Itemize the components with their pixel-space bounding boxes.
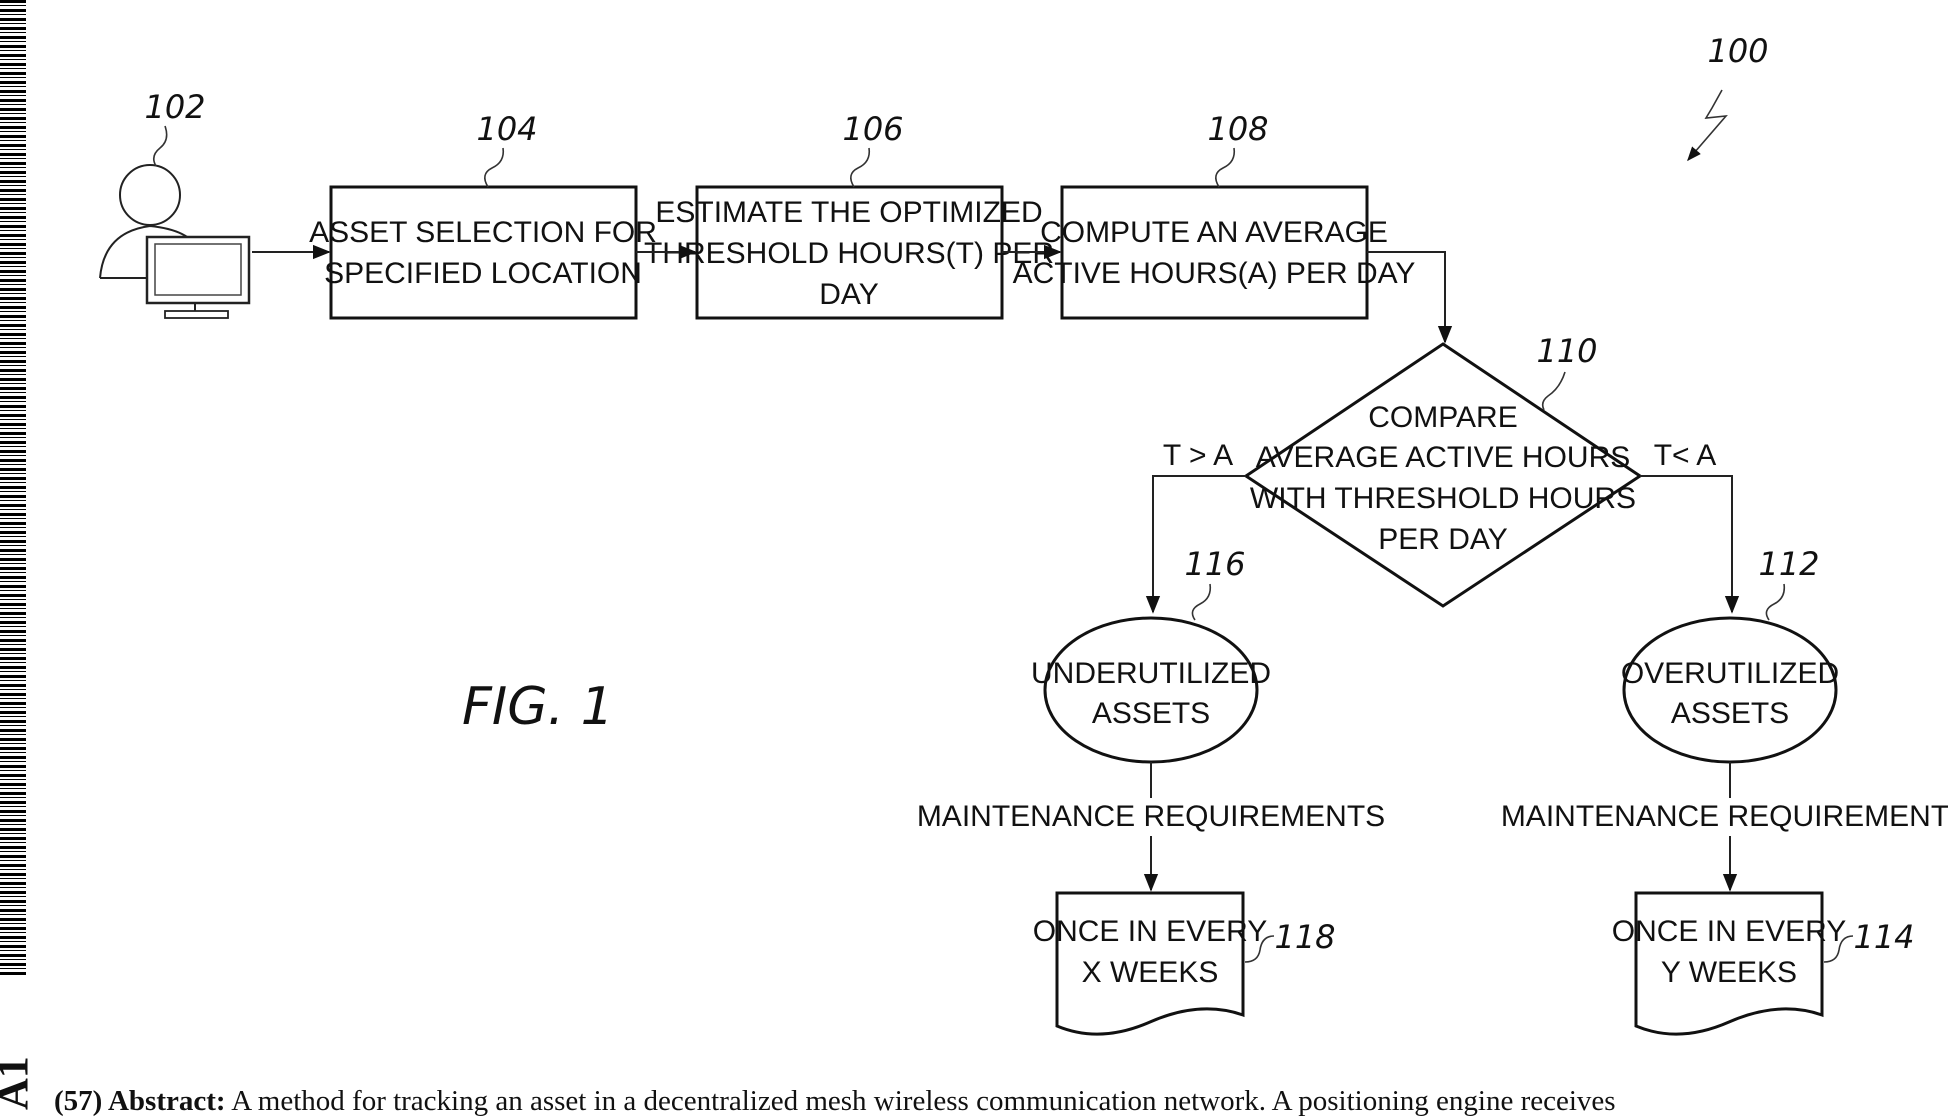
overutilized-ellipse	[1624, 618, 1836, 762]
ref-116: 116	[1184, 545, 1245, 583]
right-maintenance-label: MAINTENANCE REQUIREMENTS	[1501, 800, 1948, 833]
underutilized-line-2: ASSETS	[1092, 697, 1210, 730]
ref-102: 102	[144, 88, 205, 126]
user-computer-icon	[100, 165, 249, 318]
compare-line-1: COMPARE	[1368, 401, 1517, 434]
ref-112-leader	[1766, 584, 1784, 620]
asset-selection-box	[331, 187, 636, 318]
figure-label: FIG. 1	[462, 677, 614, 737]
asset-selection-line-1: ASSET SELECTION FOR	[309, 216, 657, 249]
ref-108-leader	[1216, 148, 1234, 187]
once-y-line-2: Y WEEKS	[1661, 956, 1797, 989]
overutilized-line-2: ASSETS	[1671, 697, 1789, 730]
ref-110: 110	[1536, 332, 1597, 370]
abstract-body: A method for tracking an asset in a dece…	[231, 1085, 1615, 1117]
compare-line-4: PER DAY	[1378, 523, 1507, 556]
monitor-stand	[165, 311, 228, 318]
ref-100-group: 100	[1688, 32, 1769, 160]
compare-line-2: AVERAGE ACTIVE HOURS	[1256, 441, 1631, 474]
ref-112: 112	[1758, 545, 1819, 583]
ref-106: 106	[842, 110, 903, 148]
ref-114: 114	[1853, 918, 1914, 956]
compare-line-3: WITH THRESHOLD HOURS	[1250, 482, 1636, 515]
ref-108: 108	[1207, 110, 1268, 148]
underutilized-line-1: UNDERUTILIZED	[1031, 657, 1271, 690]
abstract-label: (57) Abstract:	[54, 1085, 226, 1117]
ref-106-leader	[851, 148, 869, 187]
monitor-screen	[155, 244, 241, 295]
ref-100-arrow	[1688, 90, 1726, 160]
arrow-110-right	[1640, 476, 1732, 612]
ref-116-leader	[1192, 584, 1210, 620]
left-maintenance-label: MAINTENANCE REQUIREMENTS	[917, 800, 1385, 833]
left-condition-label: T > A	[1163, 439, 1233, 472]
estimate-line-1: ESTIMATE THE OPTIMIZED	[655, 196, 1042, 229]
ref-110-leader	[1543, 372, 1565, 410]
asset-selection-line-2: SPECIFIED LOCATION	[324, 257, 642, 290]
arrow-110-left	[1153, 476, 1246, 612]
compute-line-2: ACTIVE HOURS(A) PER DAY	[1013, 257, 1416, 290]
ref-102-leader	[154, 126, 167, 166]
estimate-line-3: DAY	[819, 278, 878, 311]
overutilized-line-1: OVERUTILIZED	[1621, 657, 1839, 690]
once-x-line-1: ONCE IN EVERY	[1033, 915, 1268, 948]
ref-104-leader	[485, 148, 503, 187]
user-head	[120, 165, 180, 225]
estimate-line-2: THRESHOLD HOURS(T) PER	[644, 237, 1054, 270]
underutilized-ellipse	[1045, 618, 1257, 762]
flowchart-diagram: 100 102 ASSET SELECTION FOR SPECIFIED LO…	[0, 0, 1948, 1080]
once-y-line-1: ONCE IN EVERY	[1612, 915, 1847, 948]
ref-118: 118	[1274, 918, 1335, 956]
once-x-line-2: X WEEKS	[1082, 956, 1219, 989]
compare-diamond	[1246, 344, 1640, 606]
ref-104: 104	[476, 110, 537, 148]
right-condition-label: T< A	[1654, 439, 1717, 472]
abstract-text: (57) Abstract: A method for tracking an …	[54, 1084, 1944, 1118]
compute-line-1: COMPUTE AN AVERAGE	[1040, 216, 1388, 249]
ref-100: 100	[1707, 32, 1768, 70]
compute-box	[1062, 187, 1367, 318]
